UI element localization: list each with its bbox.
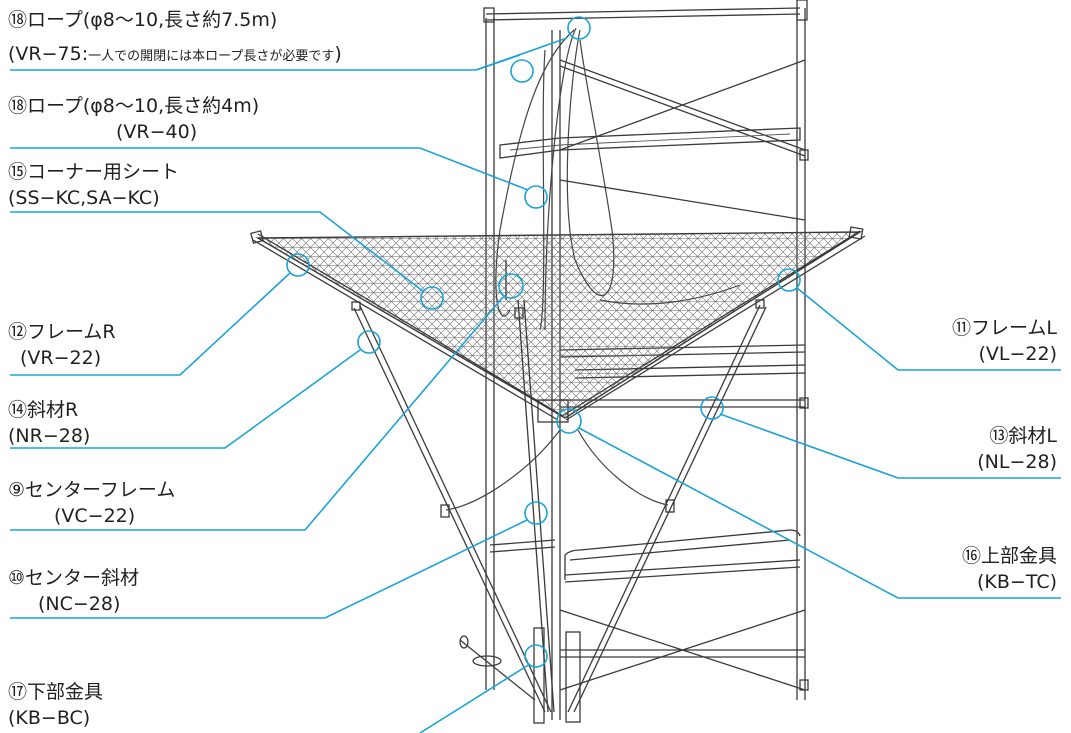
callouts	[10, 16, 1061, 733]
label-center-frame-line1: ⑨センターフレーム	[8, 479, 176, 501]
label-lower-bracket-line2: (KB−BC)	[8, 707, 91, 729]
label-rope-long-line2: (VR−75:一人での開閉には本ロープ長さが必要です)	[8, 42, 342, 69]
label-rope-short: ⑱ロープ(φ8〜10,長さ約4m) (VR−40)	[8, 94, 259, 144]
callout-circle-diagonal-l	[700, 396, 724, 420]
callout-circle-rope-top	[567, 16, 591, 40]
label-center-diagonal-line2: (NC−28)	[38, 593, 121, 615]
label-rope-long-close: )	[334, 43, 342, 65]
callout-circle-sheet	[420, 286, 444, 310]
label-diagonal-r-line1: ⑭斜材R	[8, 399, 79, 421]
callout-circle-frame-l	[777, 268, 801, 292]
label-upper-bracket-line1: ⑯上部金具	[961, 545, 1057, 567]
label-upper-bracket: ⑯上部金具 (KB−TC)	[962, 544, 1057, 594]
callout-circle-center-diagonal	[524, 501, 548, 525]
label-frame-l-line1: ⑪フレームL	[951, 317, 1057, 339]
label-frame-r: ⑫フレームR (VR−22)	[8, 320, 116, 370]
label-center-frame: ⑨センターフレーム (VC−22)	[8, 478, 175, 528]
callout-circle-upper-bracket	[556, 408, 582, 434]
label-rope-short-line2: (VR−40)	[116, 121, 198, 143]
callout-circle-rope-mid	[510, 59, 534, 83]
label-corner-sheet-line1: ⑮コーナー用シート	[8, 161, 180, 183]
ropes	[445, 27, 741, 511]
label-frame-r-line2: (VR−22)	[20, 347, 102, 369]
label-center-diagonal: ⑩センター斜材 (NC−28)	[8, 566, 139, 616]
callout-circle-rope-short	[524, 185, 548, 209]
callout-circle-diagonal-r	[357, 330, 381, 354]
label-rope-long-note: 一人での開閉には本ロープ長さが必要です	[88, 49, 335, 64]
callout-circle-frame-r	[286, 253, 310, 277]
callout-circle-center-frame	[498, 273, 524, 299]
label-upper-bracket-line2: (KB−TC)	[977, 571, 1057, 593]
label-lower-bracket-line1: ⑰下部金具	[8, 681, 104, 703]
label-rope-short-line1: ⑱ロープ(φ8〜10,長さ約4m)	[8, 95, 260, 117]
label-lower-bracket: ⑰下部金具 (KB−BC)	[8, 680, 103, 730]
label-diagonal-l-line2: (NL−28)	[977, 451, 1057, 473]
label-diagonal-l-line1: ⑬斜材L	[989, 425, 1057, 447]
label-center-frame-line2: (VC−22)	[54, 505, 136, 527]
corner-sheet-net	[250, 226, 866, 421]
label-rope-long: ⑱ロープ(φ8〜10,長さ約7.5m) (VR−75:一人での開閉には本ロープ長…	[8, 8, 342, 69]
label-corner-sheet-line2: (SS−KC,SA−KC)	[8, 187, 160, 209]
callout-circle-lower-bracket	[524, 644, 548, 668]
label-corner-sheet: ⑮コーナー用シート (SS−KC,SA−KC)	[8, 160, 179, 210]
label-center-diagonal-line1: ⑩センター斜材	[8, 567, 140, 589]
lower-bracket-art	[459, 627, 581, 724]
label-diagonal-r: ⑭斜材R (NR−28)	[8, 398, 90, 448]
label-diagonal-r-line2: (NR−28)	[8, 425, 91, 447]
label-frame-r-line1: ⑫フレームR	[8, 321, 116, 343]
label-rope-long-line1: ⑱ロープ(φ8〜10,長さ約7.5m)	[8, 9, 278, 31]
label-frame-l-line2: (VL−22)	[978, 343, 1057, 365]
label-frame-l: ⑪フレームL (VL−22)	[952, 316, 1057, 366]
label-diagonal-l: ⑬斜材L (NL−28)	[977, 424, 1057, 474]
label-rope-long-model: (VR−75:	[8, 43, 89, 65]
scaffold-tower	[483, 0, 809, 720]
